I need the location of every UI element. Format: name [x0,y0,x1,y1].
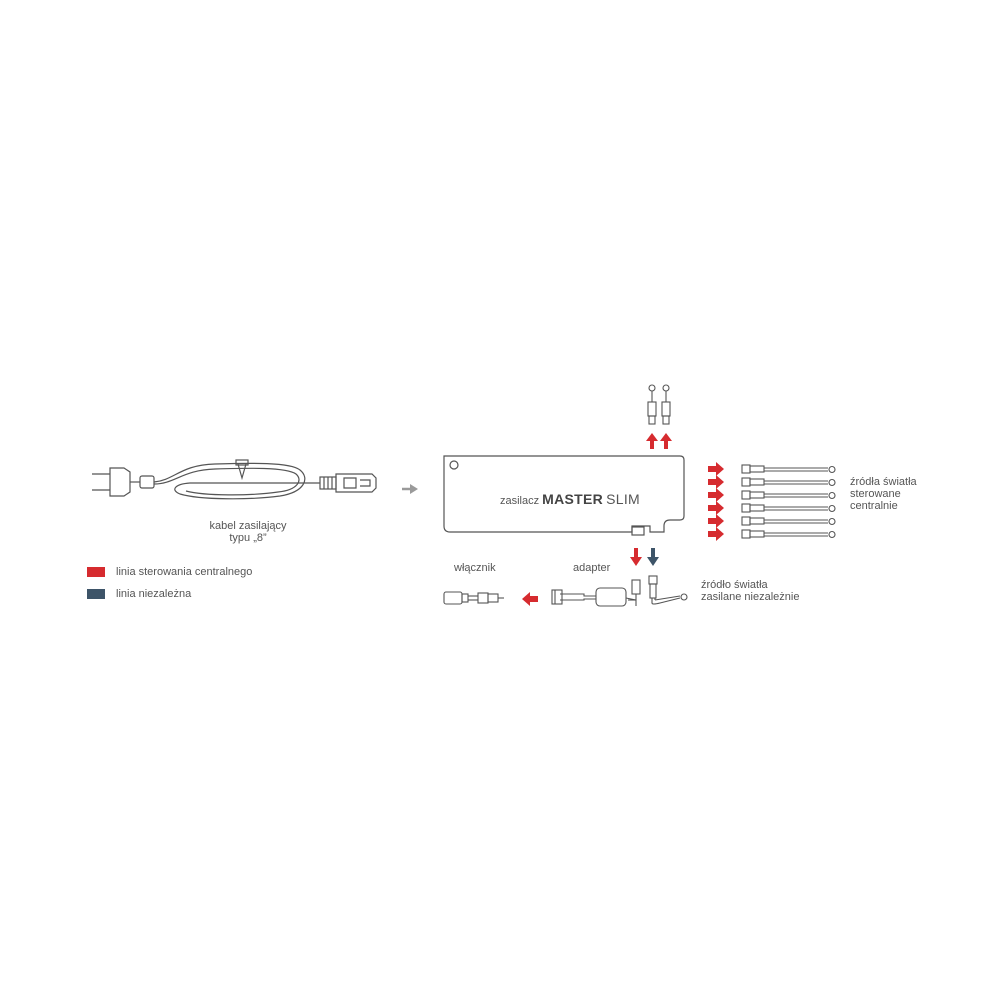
central-sources-label: źródła światła sterowane centralnie [850,476,917,512]
legend-swatch-central [87,567,105,577]
down-arrow-central [630,548,642,566]
power-cable-label: kabel zasilający typu „8” [178,520,318,544]
independent-source-label-line2: zasilane niezależnie [701,591,800,603]
independent-source-label: źródło światła zasilane niezależnie [701,579,799,603]
central-sources-label-line2: sterowane [850,488,901,500]
psu-label: zasilacz MASTER SLIM [470,491,670,507]
up-arrows-central [646,433,672,449]
right-arrows-central [708,462,724,541]
central-sources-label-line1: źródła światła [850,476,917,488]
independent-source-label-line1: źródło światła [701,579,768,591]
arrow-adapter-to-switch [522,592,538,606]
arrow-cable-to-psu [402,484,418,494]
power-cable-icon [92,459,377,500]
power-cable-label-line1: kabel zasilający [209,520,287,532]
legend-label-central: linia sterowania centralnego [116,566,253,578]
central-light-sources-icon [741,464,836,539]
top-connectors-icon [647,384,671,425]
psu-box [443,455,685,536]
switch-icon [443,591,504,605]
central-sources-label-line3: centralnie [850,500,898,512]
psu-label-suffix: SLIM [606,491,641,507]
legend-swatch-independent [87,589,105,599]
independent-light-source-icon [648,575,688,605]
power-cable-label-line2: typu „8” [229,532,267,544]
adapter-label: adapter [573,562,611,574]
psu-label-prefix: zasilacz [499,495,540,507]
adapter-icon [551,579,641,607]
legend-label-independent: linia niezależna [116,588,192,600]
psu-label-bold: MASTER [542,491,604,507]
down-arrow-independent [647,548,659,566]
switch-label: włącznik [454,562,496,574]
